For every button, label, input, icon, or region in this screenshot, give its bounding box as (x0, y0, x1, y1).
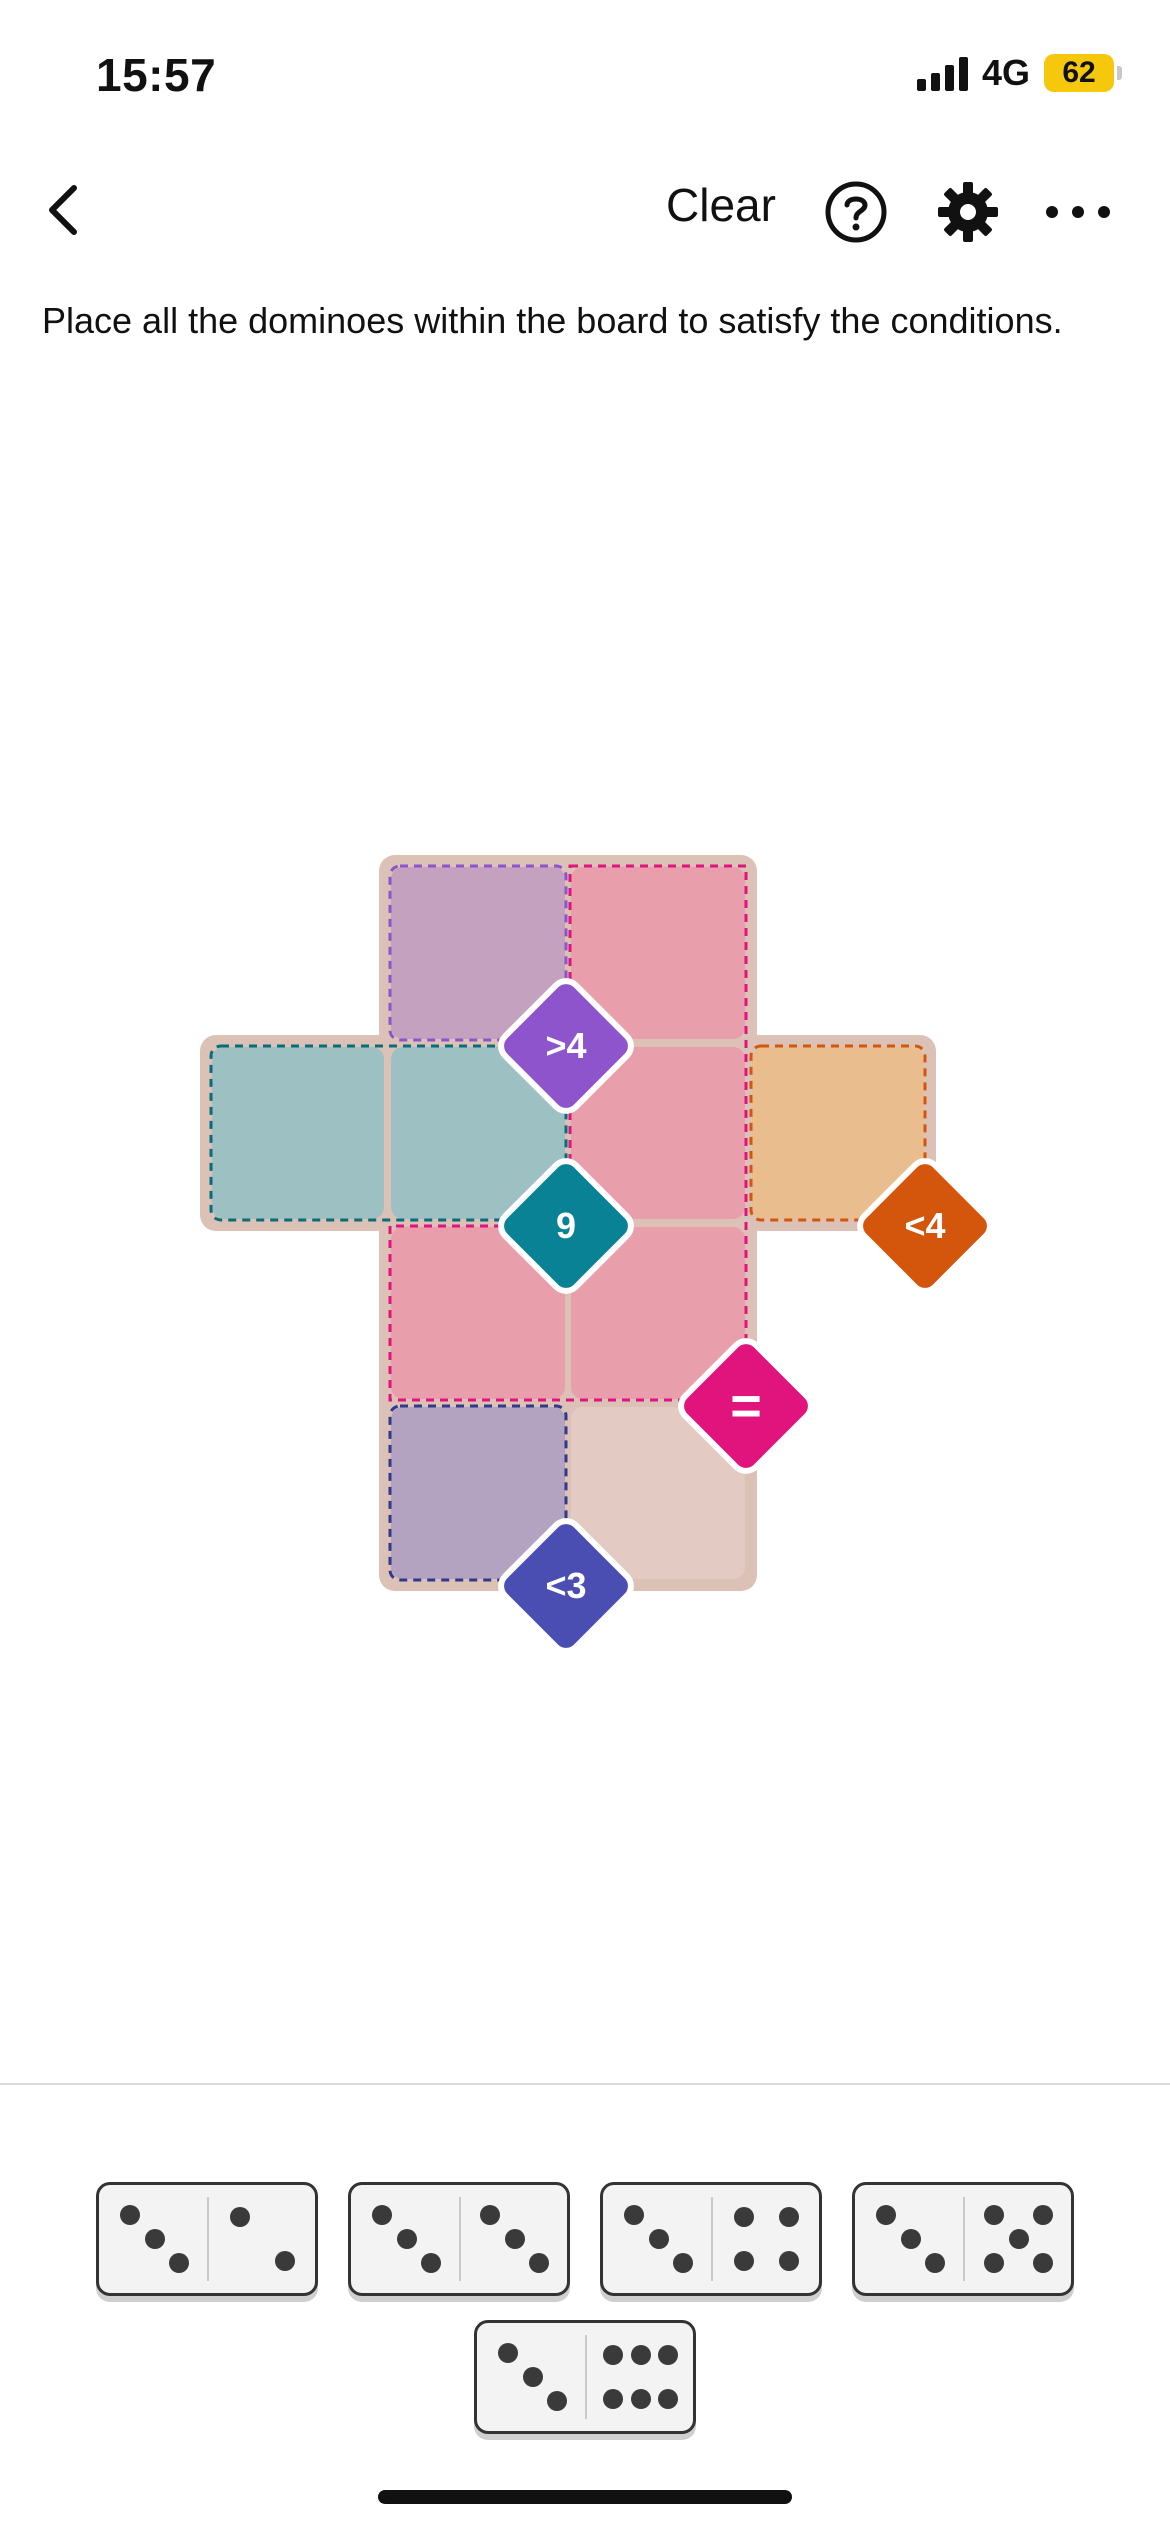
domino-pip (778, 2250, 799, 2271)
domino-pip (230, 2207, 251, 2228)
domino-pip (984, 2205, 1005, 2226)
question-circle-icon (825, 181, 887, 243)
region-purple-outline (388, 864, 568, 1042)
more-button[interactable] (1046, 196, 1110, 228)
domino-pip (1008, 2229, 1029, 2249)
domino-tile[interactable] (96, 2182, 318, 2296)
domino-pip (144, 2229, 165, 2249)
domino-pip (624, 2205, 645, 2226)
domino-pip (120, 2205, 141, 2226)
board-cell[interactable] (212, 1047, 384, 1219)
domino-half-left (603, 2185, 711, 2293)
domino-divider (459, 2197, 461, 2281)
domino-half-right (963, 2185, 1071, 2293)
domino-divider (711, 2197, 713, 2281)
domino-pip (396, 2229, 417, 2249)
condition-badge-teal: 9 (498, 1158, 634, 1294)
settings-button[interactable] (936, 180, 1000, 244)
instruction-text: Place all the dominoes within the board … (42, 300, 1063, 341)
domino-half-left (477, 2323, 585, 2431)
domino-pip (372, 2205, 393, 2226)
domino-pip (630, 2345, 651, 2366)
domino-tile[interactable] (348, 2182, 570, 2296)
domino-pip (504, 2229, 525, 2249)
domino-half-left (99, 2185, 207, 2293)
domino-pip (658, 2345, 679, 2366)
signal-icon (916, 55, 968, 91)
domino-pip (924, 2252, 945, 2273)
domino-half-left (855, 2185, 963, 2293)
domino-pip (602, 2345, 623, 2366)
region-teal-outline (209, 1044, 568, 1222)
domino-pip (480, 2205, 501, 2226)
domino-pip (546, 2390, 567, 2411)
domino-pip (528, 2252, 549, 2273)
domino-pip (420, 2252, 441, 2273)
region-orange-outline (749, 1044, 927, 1222)
domino-half-right (459, 2185, 567, 2293)
board-cell[interactable] (391, 1047, 565, 1219)
domino-half-right (711, 2185, 819, 2293)
region-indigo-outline (388, 1404, 568, 1582)
badge-label: = (730, 1376, 762, 1436)
status-indicators: 4G 62 (916, 52, 1122, 94)
domino-tile[interactable] (474, 2320, 696, 2434)
board-cell[interactable] (391, 867, 565, 1039)
board-cell[interactable] (752, 1047, 924, 1219)
board-cell[interactable] (571, 1227, 745, 1399)
badge-label: <3 (545, 1565, 586, 1606)
badge-label: <4 (904, 1205, 945, 1246)
domino-pip (734, 2250, 755, 2271)
domino-pip (648, 2229, 669, 2249)
condition-badge-purple: >4 (498, 978, 634, 1114)
back-button[interactable] (36, 180, 96, 240)
domino-pip (602, 2388, 623, 2409)
domino-tile[interactable] (852, 2182, 1074, 2296)
battery-level: 62 (1062, 56, 1096, 89)
domino-pip (630, 2388, 651, 2409)
domino-half-right (585, 2323, 693, 2431)
domino-half-right (207, 2185, 315, 2293)
domino-divider (585, 2335, 587, 2419)
domino-pip (672, 2252, 693, 2273)
tray-divider (0, 2083, 1170, 2085)
domino-pip (274, 2250, 295, 2271)
domino-pip (778, 2207, 799, 2228)
domino-pip (1032, 2252, 1053, 2273)
status-time: 15:57 (96, 49, 217, 101)
board-cell[interactable] (571, 1407, 745, 1579)
board-cells (212, 867, 924, 1579)
domino-pip (900, 2229, 921, 2249)
domino-pip (658, 2388, 679, 2409)
domino-divider (963, 2197, 965, 2281)
condition-badge-pink: = (678, 1338, 814, 1474)
condition-badge-indigo: <3 (498, 1518, 634, 1654)
domino-pip (168, 2252, 189, 2273)
domino-pip (498, 2343, 519, 2364)
board-cell[interactable] (391, 1407, 565, 1579)
condition-badge-orange: <4 (857, 1158, 993, 1294)
chevron-left-icon (49, 185, 77, 235)
domino-pip (984, 2252, 1005, 2273)
gear-icon (938, 182, 998, 242)
badge-label: 9 (556, 1205, 576, 1246)
network-label: 4G (981, 52, 1030, 93)
game-board: >4 9 <4 = <3 (200, 855, 993, 1654)
domino-tile[interactable] (600, 2182, 822, 2296)
domino-pip (876, 2205, 897, 2226)
board-cell[interactable] (571, 867, 745, 1039)
domino-divider (207, 2197, 209, 2281)
badge-label: >4 (545, 1025, 586, 1066)
domino-pip (522, 2367, 543, 2387)
domino-pip (734, 2207, 755, 2228)
board-cell[interactable] (391, 1227, 565, 1399)
home-indicator[interactable] (378, 2490, 792, 2504)
board-cell[interactable] (571, 1047, 745, 1219)
ellipsis-icon (1046, 206, 1058, 218)
help-button[interactable] (824, 180, 888, 244)
domino-half-left (351, 2185, 459, 2293)
domino-pip (1032, 2205, 1053, 2226)
clear-button[interactable]: Clear (666, 179, 776, 231)
battery-icon: 62 (1044, 54, 1122, 92)
